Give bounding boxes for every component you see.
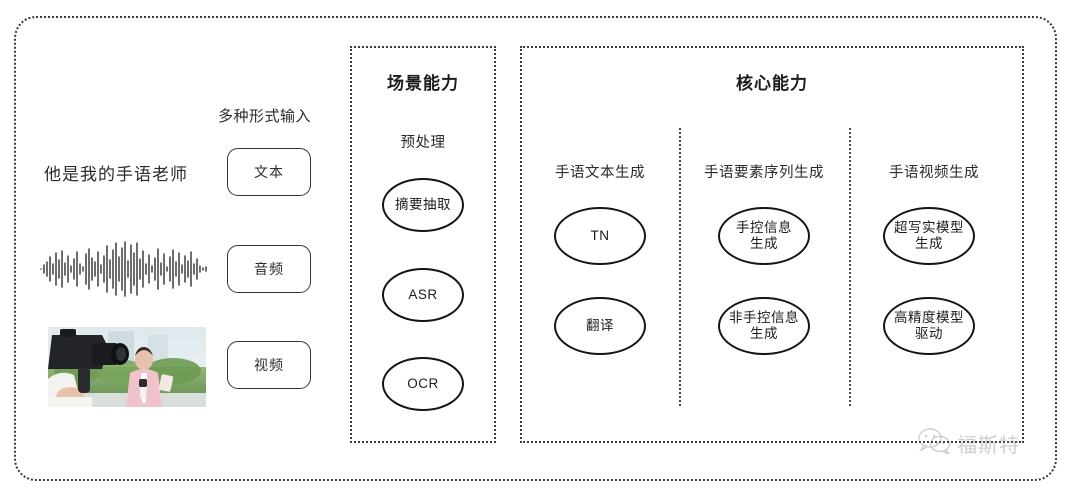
node-tn-label: TN [590, 227, 610, 243]
input-section-heading: 多种形式输入 [218, 108, 312, 125]
node-asr[interactable]: ASR [382, 268, 464, 322]
wechat-icon [918, 428, 952, 459]
core-column-divider-2 [849, 128, 851, 406]
core-column-label-video-generation: 手语视频生成 [889, 165, 979, 181]
node-asr-label: ASR [408, 286, 438, 302]
node-translation[interactable]: 翻译 [554, 297, 646, 355]
core-column-label-text-generation: 手语文本生成 [555, 165, 645, 181]
node-highprecision-model-driving[interactable]: 高精度模型 驱动 [883, 297, 975, 355]
node-manual-info-generation[interactable]: 手控信息 生成 [718, 207, 810, 265]
watermark: 福斯特 [918, 428, 1020, 459]
node-nonmanual-info-generation-label-line1: 非手控信息 [729, 309, 799, 325]
node-tn[interactable]: TN [554, 207, 646, 265]
node-photorealistic-model-generation-label-line2: 生成 [915, 236, 943, 251]
core-capability-panel: 核心能力 [520, 46, 1024, 443]
scene-capability-title: 场景能力 [387, 74, 459, 93]
node-photorealistic-model-generation-label-line1: 超写实模型 [894, 219, 964, 235]
core-column-label-element-sequence: 手语要素序列生成 [704, 165, 824, 181]
modality-pill-audio-label: 音频 [254, 261, 284, 277]
node-highprecision-model-driving-label-line1: 高精度模型 [894, 309, 964, 325]
modality-pill-video[interactable]: 视频 [227, 341, 311, 389]
modality-pill-video-label: 视频 [254, 357, 284, 373]
node-manual-info-generation-label-line2: 生成 [750, 236, 778, 251]
waveform-icon [38, 240, 210, 298]
node-ocr[interactable]: OCR [382, 357, 464, 411]
outer-frame [14, 16, 1057, 481]
core-column-divider-1 [679, 128, 681, 406]
node-translation-label: 翻译 [586, 317, 614, 333]
sample-input-text: 他是我的手语老师 [44, 165, 188, 184]
node-manual-info-generation-label-line1: 手控信息 [736, 219, 792, 235]
video-thumbnail-icon [48, 327, 206, 407]
node-highprecision-model-driving-label-line2: 驱动 [915, 326, 943, 341]
watermark-text: 福斯特 [957, 435, 1020, 457]
modality-pill-text[interactable]: 文本 [227, 148, 311, 196]
node-ocr-label: OCR [407, 375, 439, 391]
node-nonmanual-info-generation-label-line2: 生成 [750, 326, 778, 341]
node-summary-extraction[interactable]: 摘要抽取 [382, 178, 464, 232]
node-summary-extraction-label: 摘要抽取 [395, 196, 451, 212]
core-capability-title: 核心能力 [736, 74, 808, 93]
scene-capability-panel: 场景能力 [350, 46, 496, 443]
scene-group-label-preprocess: 预处理 [400, 135, 446, 151]
modality-pill-audio[interactable]: 音频 [227, 245, 311, 293]
modality-pill-text-label: 文本 [254, 164, 284, 180]
node-nonmanual-info-generation[interactable]: 非手控信息 生成 [718, 297, 810, 355]
node-photorealistic-model-generation[interactable]: 超写实模型 生成 [883, 207, 975, 265]
